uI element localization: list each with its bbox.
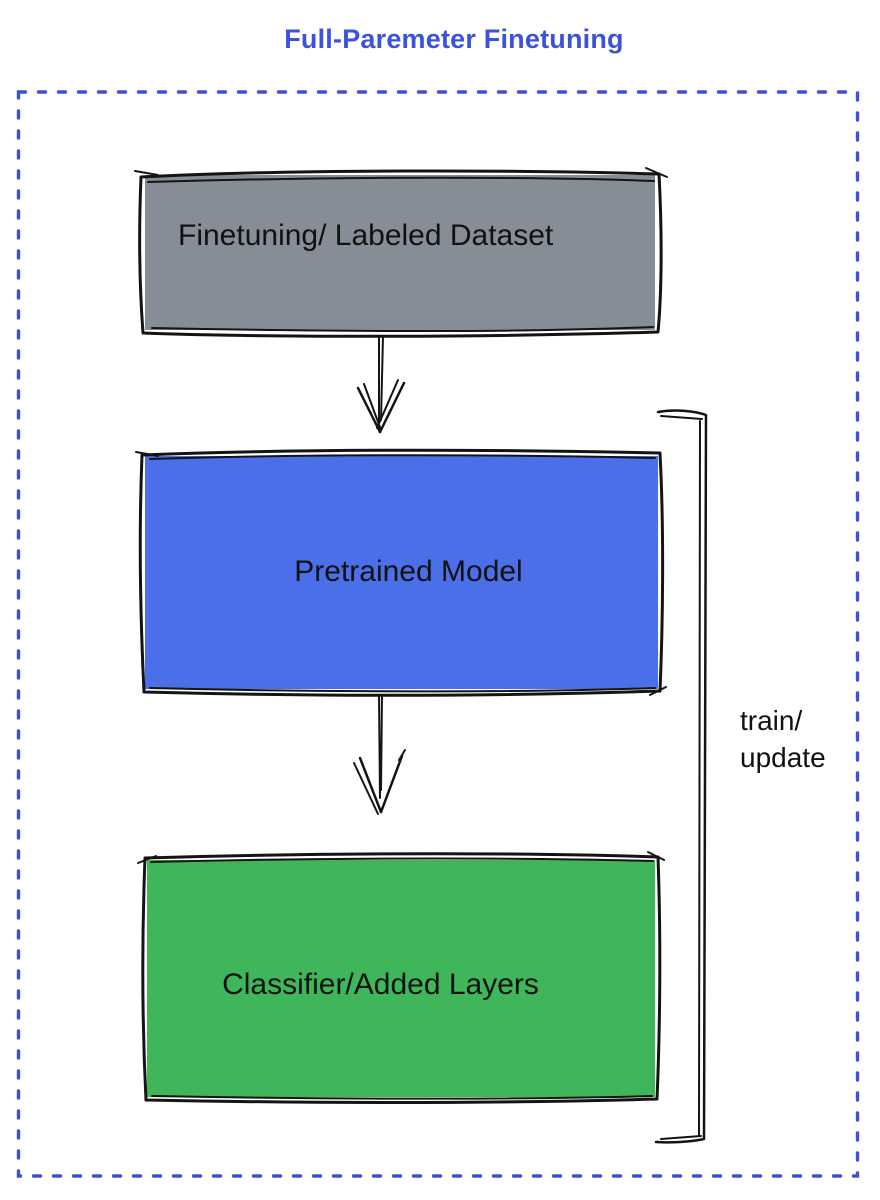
train-update-bracket-icon — [654, 409, 708, 1144]
classifier-box-fill — [147, 860, 655, 1097]
classifier-box — [137, 851, 665, 1104]
train-update-label: train/ update — [740, 705, 826, 773]
dataset-box-fill — [145, 175, 655, 330]
pretrained-box-label: Pretrained Model — [294, 555, 523, 588]
arrow-pretrained-to-classifier-icon — [353, 694, 406, 815]
pretrained-box — [135, 448, 667, 697]
dotted-boundary — [16, 90, 860, 1178]
dataset-box — [134, 167, 668, 338]
classifier-box-label: Classifier/Added Layers — [222, 968, 539, 1001]
arrow-dataset-to-pretrained-icon — [356, 335, 406, 434]
pretrained-box-fill — [145, 456, 658, 689]
dataset-box-label: Finetuning/ Labeled Dataset — [178, 219, 554, 252]
diagram-title: Full-Paremeter Finetuning — [284, 24, 624, 54]
